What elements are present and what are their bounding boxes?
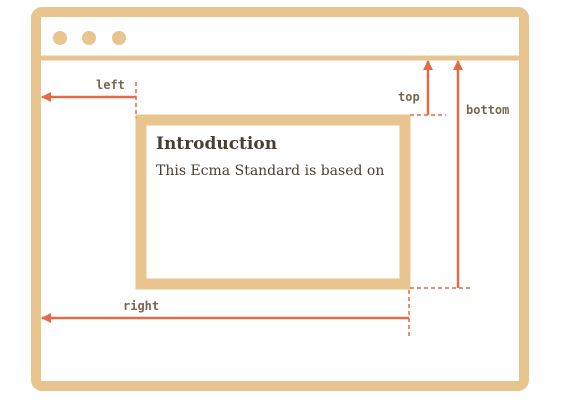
element-title: Introduction: [156, 134, 277, 154]
top-label: top: [398, 90, 420, 104]
left-label: left: [96, 78, 125, 92]
element-box: [135, 114, 411, 290]
bottom-label: bottom: [466, 103, 509, 117]
window-dot-close: [53, 31, 67, 45]
window-dot-minimize: [82, 31, 96, 45]
element-text: This Ecma Standard is based on: [156, 163, 384, 179]
right-label: right: [123, 299, 159, 313]
window-dot-maximize: [112, 31, 126, 45]
